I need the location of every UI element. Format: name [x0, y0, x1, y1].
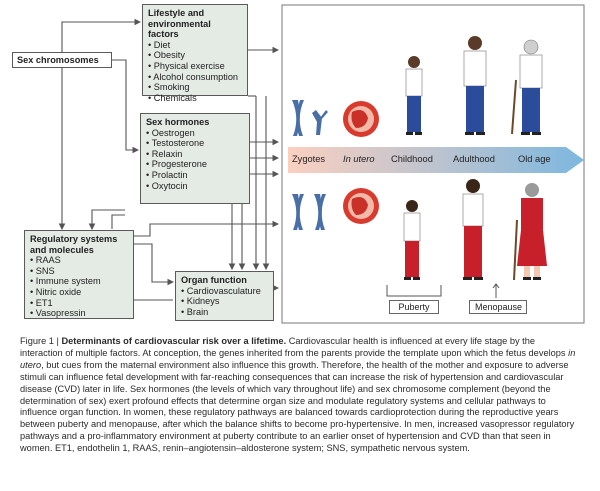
woman-figure	[462, 179, 484, 280]
list-item: Immune system	[30, 276, 128, 287]
list-item: Progesterone	[146, 159, 244, 170]
old-man-figure	[511, 39, 543, 135]
sex-hormones-title: Sex hormones	[146, 117, 210, 127]
list-item: Cardiovasculature	[181, 286, 268, 297]
girl-figure	[403, 200, 421, 280]
figure-label: Figure 1 |	[20, 336, 62, 346]
lifestyle-box: Lifestyle and environmental factors Diet…	[142, 4, 248, 103]
regulatory-box: Regulatory systems and molecules RAAS SN…	[24, 230, 134, 319]
list-item: RAAS	[30, 255, 128, 266]
caption-text-1: Cardiovascular health is influenced at e…	[20, 336, 569, 358]
regulatory-title: Regulatory systems and molecules	[30, 234, 118, 255]
list-item: Obesity	[148, 50, 242, 61]
stage-label: Childhood	[391, 154, 433, 164]
list-item: Kidneys	[181, 296, 268, 307]
boy-figure	[405, 56, 423, 135]
organ-function-list: Cardiovasculature Kidneys Brain	[181, 286, 268, 318]
puberty-label: Puberty	[389, 300, 439, 314]
list-item: Alcohol consumption	[148, 72, 242, 83]
organ-function-box: Organ function Cardiovasculature Kidneys…	[175, 271, 274, 321]
list-item: Vasopressin	[30, 308, 128, 319]
list-item: Prolactin	[146, 170, 244, 181]
xy-chromosome-icon	[292, 100, 328, 136]
sex-hormones-list: Oestrogen Testosterone Relaxin Progester…	[146, 128, 244, 192]
marker-brackets	[386, 283, 500, 298]
caption-text-2: , but cues from the maternal environment…	[20, 359, 575, 454]
list-item: ET1	[30, 298, 128, 309]
stage-label: Zygotes	[292, 154, 326, 164]
list-item: Relaxin	[146, 149, 244, 160]
stage-label: Adulthood	[453, 154, 495, 164]
list-item: Brain	[181, 307, 268, 318]
diagram: Sex chromosomes Lifestyle and environmen…	[0, 0, 600, 330]
regulatory-list: RAAS SNS Immune system Nitric oxide ET1 …	[30, 255, 128, 319]
fetus-icon-male	[343, 101, 379, 137]
list-item: Oestrogen	[146, 128, 244, 139]
list-item: SNS	[30, 266, 128, 277]
sex-chromosomes-box: Sex chromosomes	[12, 52, 112, 68]
list-item: Diet	[148, 40, 242, 51]
list-item: Nitric oxide	[30, 287, 128, 298]
caption-italic: in utero	[20, 347, 576, 370]
stage-label: Old age	[518, 154, 551, 164]
man-figure	[463, 36, 487, 135]
fetus-icon-female	[343, 188, 379, 224]
lifestyle-title: Lifestyle and environmental factors	[148, 8, 211, 40]
connectors	[58, 18, 280, 309]
list-item: Smoking	[148, 82, 242, 93]
diagram-canvas	[58, 4, 585, 324]
sex-chromosomes-label: Sex chromosomes	[17, 55, 99, 65]
old-woman-figure	[513, 183, 547, 281]
sex-hormones-box: Sex hormones Oestrogen Testosterone Rela…	[140, 113, 250, 204]
figure-title: Determinants of cardiovascular risk over…	[61, 336, 287, 346]
menopause-label: Menopause	[469, 300, 527, 314]
organ-function-title: Organ function	[181, 275, 247, 285]
list-item: Testosterone	[146, 138, 244, 149]
list-item: Oxytocin	[146, 181, 244, 192]
stage-label: In utero	[343, 154, 375, 164]
list-item: Physical exercise	[148, 61, 242, 72]
list-item: Chemicals	[148, 93, 242, 104]
figure-caption: Figure 1 | Determinants of cardiovascula…	[20, 336, 580, 455]
xx-chromosome-icon	[292, 194, 326, 230]
timeline-arrow	[288, 147, 584, 173]
lifestyle-list: Diet Obesity Physical exercise Alcohol c…	[148, 40, 242, 104]
